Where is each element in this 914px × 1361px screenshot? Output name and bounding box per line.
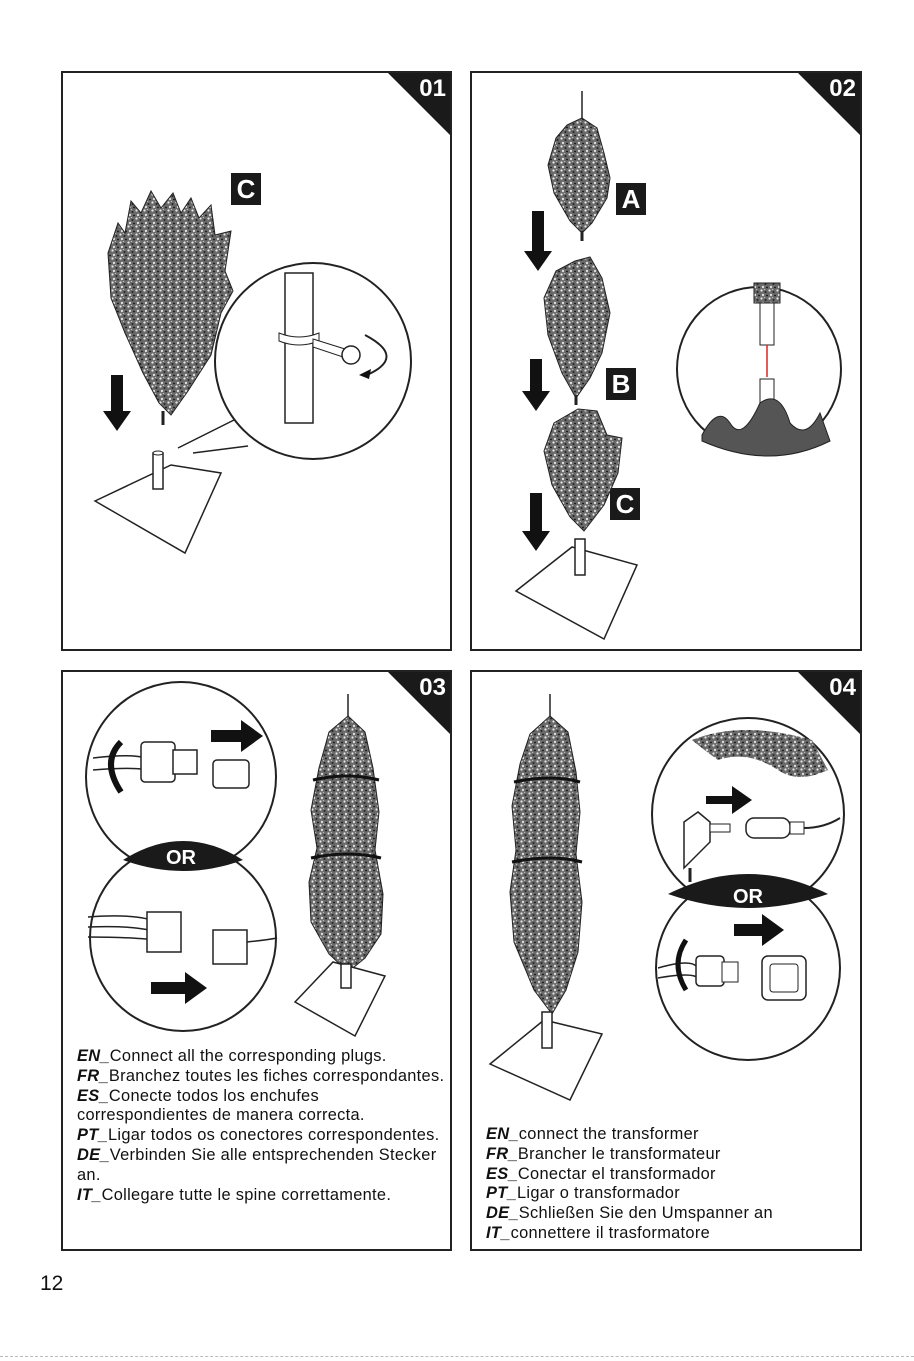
tree-sections-stacking-illustration (472, 73, 862, 651)
instruction-de: DE_Schließen Sie den Umspanner an (486, 1204, 858, 1224)
step-04-instructions: EN_connect the transformer FR_Brancher l… (486, 1125, 858, 1244)
down-arrow (103, 375, 131, 431)
instruction-es: ES_Conecte todos los enchufes correspond… (77, 1087, 449, 1127)
page-number: 12 (40, 1272, 63, 1296)
step-03-panel: 03 OR EN_Connect all the corresponding p… (61, 670, 452, 1251)
tree-section-c (544, 409, 622, 531)
assembled-tree (309, 716, 383, 972)
instruction-en: EN_Connect all the corresponding plugs. (77, 1047, 449, 1067)
instruction-it: IT_connettere il trasformatore (486, 1224, 858, 1244)
or-separator-label: OR (718, 886, 778, 909)
instruction-es: ES_Conectar el transformador (486, 1165, 858, 1185)
step-04-panel: 04 OR EN_connect the transformer FR_Bran… (470, 670, 862, 1251)
instruction-pt: PT_Ligar o transformador (486, 1184, 858, 1204)
down-arrow (524, 211, 552, 271)
tree-top-assembly-illustration (63, 73, 452, 651)
tree-stand (295, 962, 385, 1036)
step-02-panel: 02 A B C (470, 71, 862, 651)
instruction-de: DE_Verbinden Sie alle entsprechenden Ste… (77, 1146, 449, 1186)
or-separator-label: OR (151, 847, 211, 870)
tree-section-a (548, 118, 610, 233)
down-arrow (522, 359, 550, 411)
down-arrow (522, 493, 550, 551)
assembled-tree (510, 716, 582, 1014)
instruction-it: IT_Collegare tutte le spine correttament… (77, 1186, 449, 1206)
step-01-panel: 01 C (61, 71, 452, 651)
step-03-instructions: EN_Connect all the corresponding plugs. … (77, 1047, 449, 1205)
tree-section-c (108, 191, 233, 415)
instruction-en: EN_connect the transformer (486, 1125, 858, 1145)
instruction-fr: FR_Brancher le transformateur (486, 1145, 858, 1165)
tree-section-b (544, 257, 610, 398)
page-bottom-divider (0, 1356, 914, 1357)
instruction-pt: PT_Ligar todos os conectores corresponde… (77, 1126, 449, 1146)
instruction-fr: FR_Branchez toutes les fiches correspond… (77, 1067, 449, 1087)
